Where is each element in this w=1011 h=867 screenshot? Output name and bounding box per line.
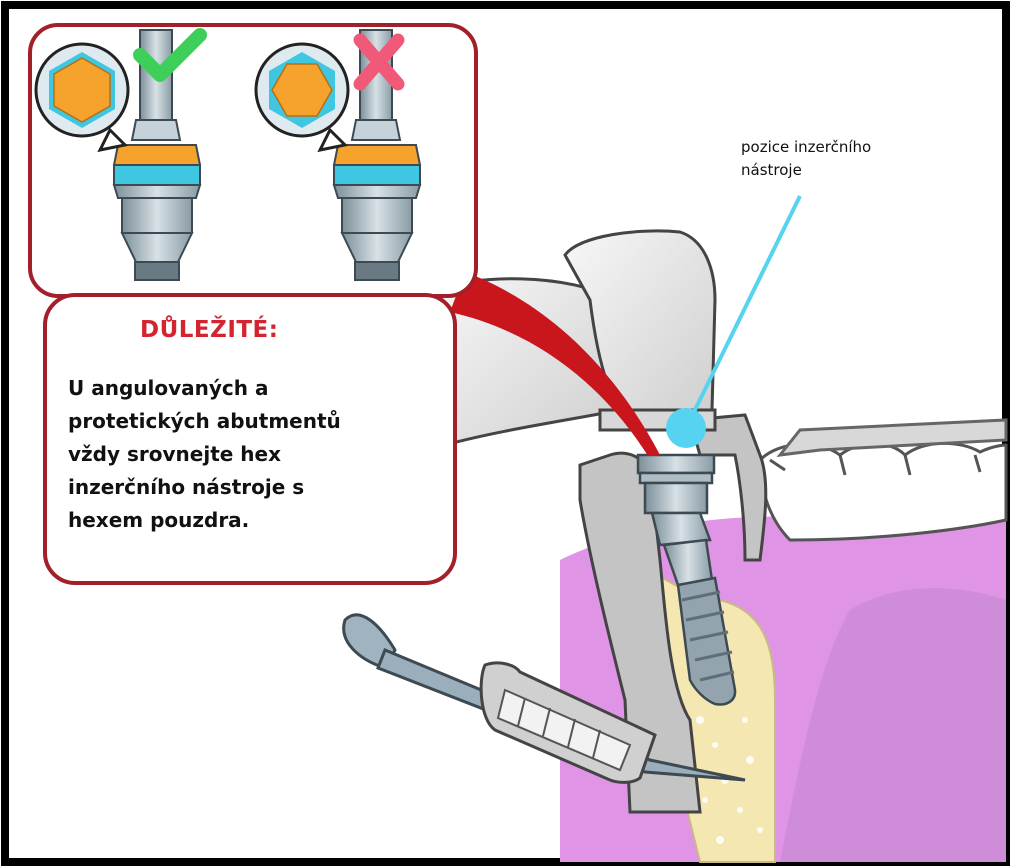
important-line: vždy srovnejte hex [68, 438, 443, 471]
tool-position-label: pozice inzerčního nástroje [741, 136, 971, 182]
tool-position-label-line: pozice inzerčního [741, 136, 971, 159]
important-line: U angulovaných a [68, 372, 443, 405]
teeth [760, 420, 1006, 540]
important-body: U angulovaných a protetických abutmentů … [68, 372, 443, 537]
important-line: inzerčního nástroje s [68, 471, 443, 504]
important-line: hexem pouzdra. [68, 504, 443, 537]
important-title: DŮLEŽITÉ: [140, 317, 340, 343]
tool-position-dot [666, 408, 706, 448]
tool-position-label-line: nástroje [741, 159, 971, 182]
important-line: protetických abutmentů [68, 405, 443, 438]
